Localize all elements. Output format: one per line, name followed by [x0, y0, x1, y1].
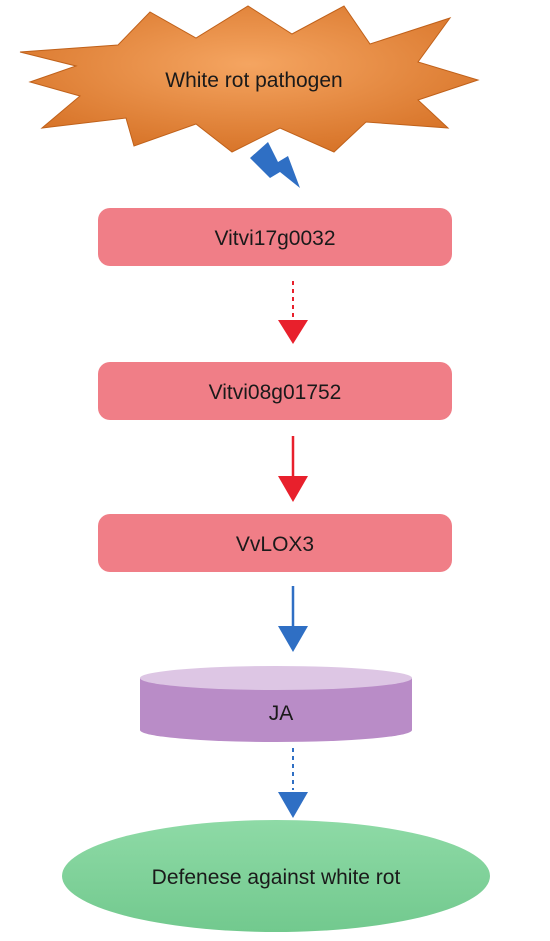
- gene-label: Vitvi17g0032: [214, 227, 335, 250]
- outcome-oval: Defenese against white rot: [62, 820, 490, 932]
- pathogen-label: White rot pathogen: [165, 69, 342, 92]
- gene-box-vvlox3: VvLOX3: [98, 514, 452, 572]
- hormone-ja-cylinder: JA: [140, 666, 412, 742]
- gene-label: Vitvi08g01752: [209, 381, 342, 404]
- gene-box-vitvi17g0032: Vitvi17g0032: [98, 208, 452, 266]
- arrow-dashed-blue: [278, 748, 308, 818]
- arrow-dashed-red: [278, 281, 308, 344]
- outcome-label: Defenese against white rot: [152, 866, 401, 889]
- arrow-solid-red: [278, 436, 308, 502]
- gene-box-vitvi08g01752: Vitvi08g01752: [98, 362, 452, 420]
- pathogen-node: White rot pathogen: [19, 5, 480, 153]
- gene-label: VvLOX3: [236, 533, 314, 556]
- arrow-solid-blue: [278, 586, 308, 652]
- starburst-shape: [19, 5, 480, 153]
- hormone-label: JA: [269, 702, 294, 725]
- lightning-bolt-icon: [250, 142, 300, 188]
